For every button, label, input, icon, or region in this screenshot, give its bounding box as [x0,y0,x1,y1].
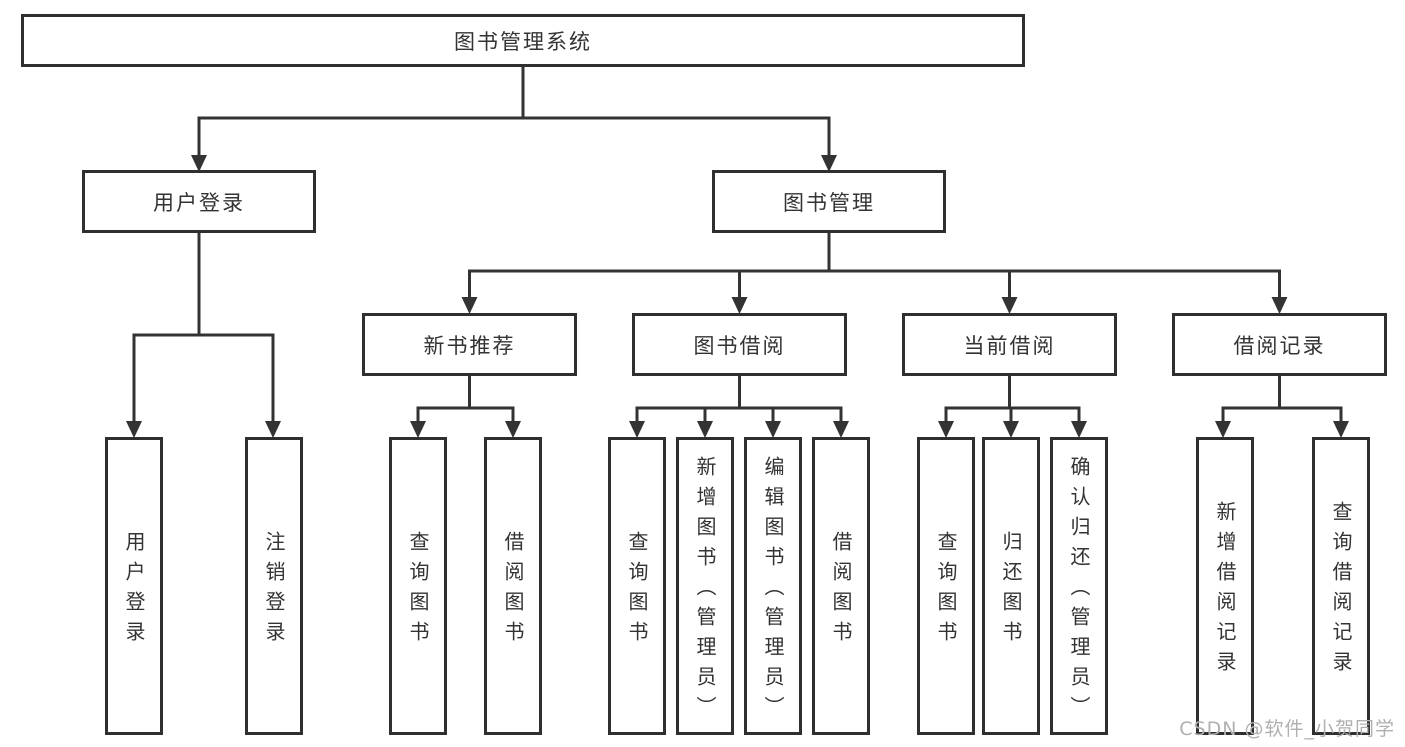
leaf-label: 查询图书 [406,531,430,651]
leaf-records-add-record: 新增借阅记录 [1196,437,1254,735]
leaf-label: 归还图书 [999,531,1023,651]
leaf-borrow-edit-books-admin: 编辑图书（管理员） [744,437,802,735]
node-label: 图书借阅 [693,333,786,358]
leaf-borrow-borrow-books: 借阅图书 [812,437,870,735]
leaf-label: 借阅图书 [501,531,525,651]
leaf-newrec-query-books: 查询图书 [389,437,447,735]
node-label: 图书管理系统 [454,29,592,54]
leaf-borrow-add-books-admin: 新增图书（管理员） [676,437,734,735]
node-label: 新书推荐 [423,333,516,358]
leaf-label: 新增图书（管理员） [693,456,717,726]
leaf-current-return-books: 归还图书 [982,437,1040,735]
leaf-label: 用户登录 [122,531,146,651]
leaf-current-confirm-return-admin: 确认归还（管理员） [1050,437,1108,735]
leaf-label: 确认归还（管理员） [1067,456,1091,726]
node-label: 图书管理 [783,190,875,215]
node-book-management: 图书管理 [712,170,946,233]
leaf-records-query-record: 查询借阅记录 [1312,437,1370,735]
leaf-label: 新增借阅记录 [1213,501,1237,681]
leaf-logout: 注销登录 [245,437,303,735]
node-label: 用户登录 [153,190,245,215]
node-current-borrow: 当前借阅 [902,313,1117,376]
node-library-system: 图书管理系统 [21,14,1025,67]
leaf-borrow-query-books: 查询图书 [608,437,666,735]
leaf-label: 编辑图书（管理员） [761,456,785,726]
node-label: 当前借阅 [963,333,1056,358]
node-user-login: 用户登录 [82,170,316,233]
leaf-label: 借阅图书 [829,531,853,651]
node-book-borrow: 图书借阅 [632,313,847,376]
leaf-newrec-borrow-books: 借阅图书 [484,437,542,735]
leaf-label: 注销登录 [262,531,286,651]
leaf-user-login: 用户登录 [105,437,163,735]
watermark: CSDN @软件_小贺同学 [1179,718,1395,740]
leaf-label: 查询图书 [934,531,958,651]
leaf-current-query-books: 查询图书 [917,437,975,735]
node-label: 借阅记录 [1233,333,1326,358]
leaf-label: 查询图书 [625,531,649,651]
node-new-book-recommend: 新书推荐 [362,313,577,376]
node-borrow-records: 借阅记录 [1172,313,1387,376]
leaf-label: 查询借阅记录 [1329,501,1353,681]
